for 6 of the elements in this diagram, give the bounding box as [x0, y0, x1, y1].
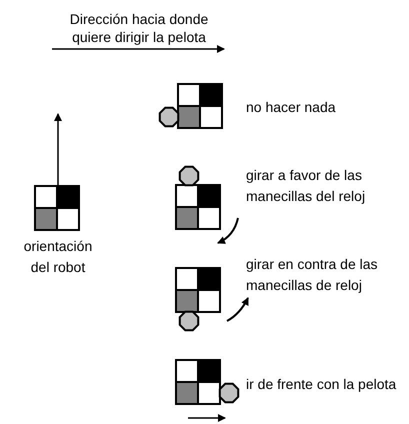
node-label: orientación del robot	[22, 237, 94, 277]
node-label: girar a favor de las manecillas del reloj	[246, 166, 366, 206]
node-label: girar en contra de las manecillas de reloj	[246, 255, 379, 295]
direction-label: Dirección hacia donde quiere dirigir la pelota	[68, 10, 210, 46]
node-label: no hacer nada	[246, 98, 337, 117]
node-label: ir de frente con la pelota	[246, 375, 398, 394]
